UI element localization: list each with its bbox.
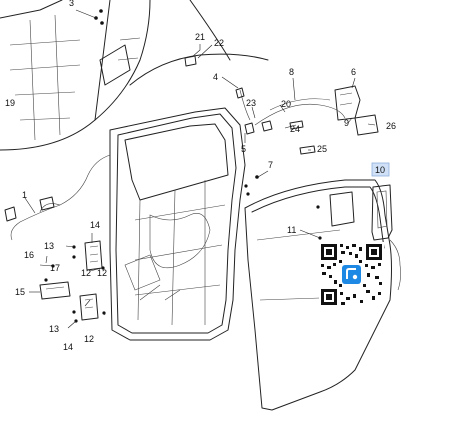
callout-23: 23 [246, 98, 256, 108]
door-outer-panel [244, 179, 392, 411]
callout-24: 24 [290, 124, 300, 134]
callout-15: 15 [15, 287, 25, 297]
door-latch [334, 85, 379, 136]
wiring-harness [4, 154, 111, 241]
callout-10-highlight [371, 162, 390, 177]
callout-7: 7 [268, 160, 273, 170]
latch-cables [239, 89, 346, 135]
callout-12-mid: 12 [97, 268, 107, 278]
door-check-link [39, 281, 71, 300]
handle-wire [389, 239, 401, 291]
callout-6: 6 [351, 67, 356, 77]
callout-21: 21 [195, 32, 205, 42]
callout-17: 17 [50, 263, 60, 273]
lower-hinge [79, 293, 99, 321]
callout-3: 3 [69, 0, 74, 8]
callout-26: 26 [386, 121, 396, 131]
callout-1: 1 [22, 190, 27, 200]
qr-code [319, 242, 384, 307]
upper-hinge [84, 240, 103, 271]
callout-labels: 1 3 4 5 6 7 8 9 10 11 12 12 12 13 13 14 … [5, 0, 396, 352]
weatherstrip-clip [299, 145, 316, 155]
callout-12-lower: 12 [84, 334, 94, 344]
callout-11: 11 [287, 225, 296, 235]
callout-19: 19 [5, 98, 15, 108]
callout-14-lower: 14 [63, 342, 73, 352]
callout-16: 16 [24, 250, 34, 260]
callout-12-upper: 12 [81, 268, 91, 278]
callout-9: 9 [344, 118, 349, 128]
door-inner-panel [109, 107, 246, 341]
callout-4: 4 [213, 72, 218, 82]
callout-5: 5 [241, 144, 246, 154]
outside-handle [371, 184, 393, 241]
callout-20: 20 [281, 99, 291, 109]
callout-13-upper: 13 [44, 241, 54, 251]
callout-25: 25 [317, 144, 327, 154]
door-striker-bolt [184, 55, 245, 99]
callout-13-lower: 13 [49, 324, 59, 334]
callout-14-upper: 14 [90, 220, 100, 230]
rear-quarter-outline [129, 0, 269, 86]
vehicle-body-side [0, 0, 151, 151]
callout-10: 10 [375, 165, 385, 175]
callout-leaders [24, 9, 376, 329]
callout-8: 8 [289, 67, 294, 77]
callout-22: 22 [214, 38, 224, 48]
